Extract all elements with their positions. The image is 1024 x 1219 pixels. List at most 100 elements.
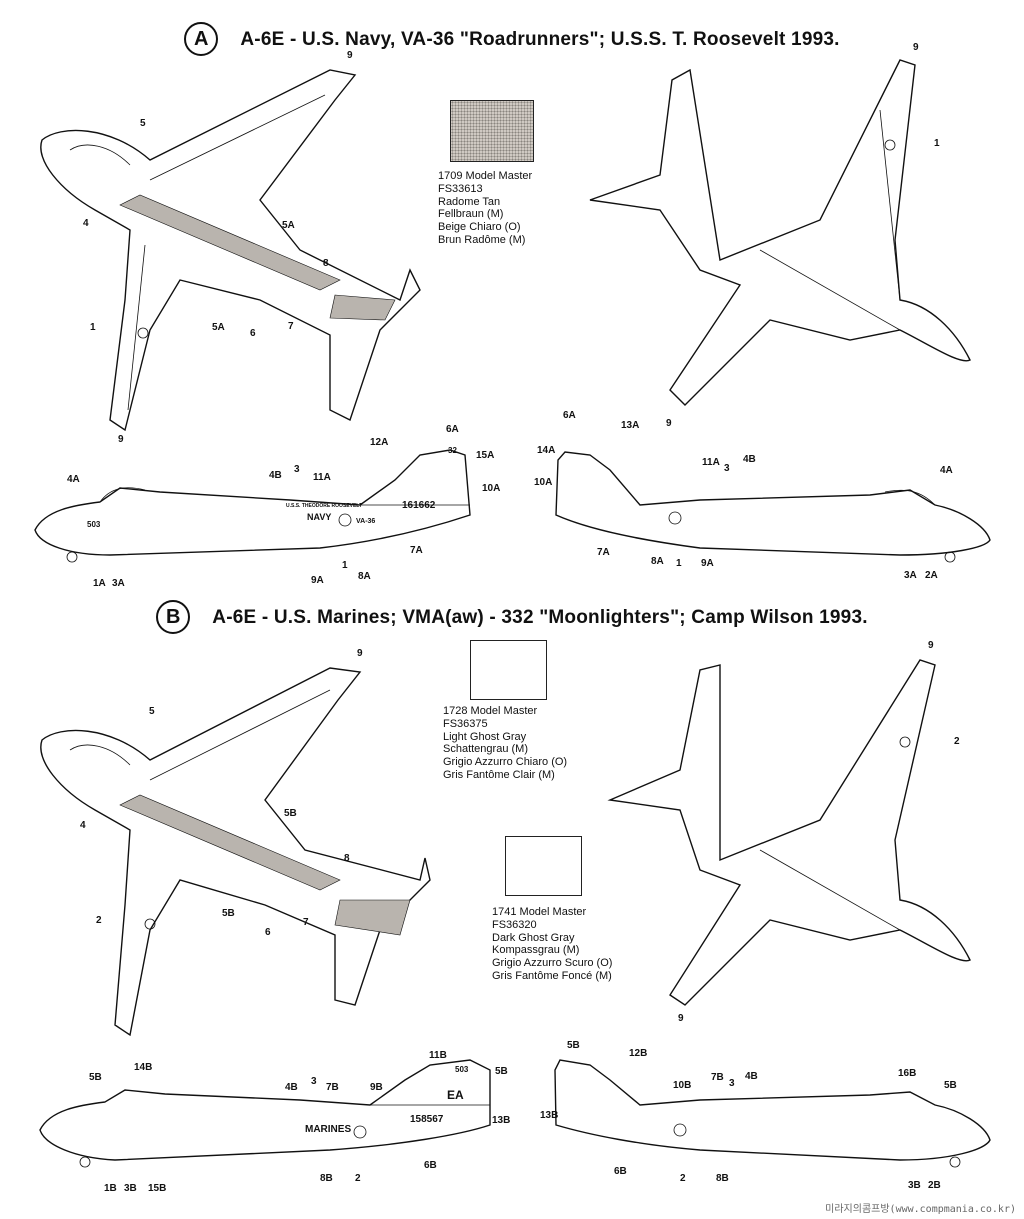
legend-line: FS36320 — [492, 918, 537, 931]
callout: 6A — [446, 424, 459, 435]
callout: 3B — [908, 1180, 921, 1191]
callout: 7 — [288, 321, 294, 332]
callout: 13B — [492, 1115, 511, 1126]
callout: 11B — [429, 1050, 447, 1061]
watermark-footer: 미라지의콤프방(www.compmania.co.kr) — [825, 1204, 1016, 1215]
section-a-badge: A — [184, 22, 219, 56]
callout: 8 — [323, 258, 329, 269]
legend-line: Gris Fantôme Clair (M) — [443, 768, 555, 781]
a6e-bottom-view-a — [589, 59, 971, 406]
section-b-heading: A-6E - U.S. Marines; VMA(aw) - 332 "Moon… — [212, 607, 868, 628]
legend-line: FS36375 — [443, 717, 488, 730]
callout: 2 — [96, 915, 102, 926]
section-a-heading: A-6E - U.S. Navy, VA-36 "Roadrunners"; U… — [240, 29, 840, 50]
callout: 5A — [212, 322, 225, 333]
callout: 11A — [313, 472, 331, 483]
callout: 5 — [140, 118, 146, 129]
callout: 14A — [537, 445, 556, 456]
legend-line: Dark Ghost Gray — [492, 931, 575, 944]
marking-nose-number: 503 — [87, 520, 101, 529]
paint-legend-1741: 1741 Model Master FS36320 Dark Ghost Gra… — [492, 906, 612, 983]
callout: 9 — [913, 42, 919, 53]
light-ghost-gray-swatch — [470, 640, 547, 700]
callout: 2 — [680, 1173, 686, 1184]
legend-line: Gris Fantôme Foncé (M) — [492, 969, 612, 982]
callout: 16B — [898, 1068, 917, 1079]
legend-line: Grigio Azzurro Scuro (O) — [492, 957, 613, 970]
callout: 13B — [540, 1110, 559, 1121]
callout: 6 — [250, 328, 256, 339]
callout: 3 — [729, 1078, 735, 1089]
callout: 5B — [89, 1072, 102, 1083]
callout: 4 — [80, 820, 86, 831]
dark-ghost-gray-swatch — [505, 836, 582, 896]
callout: 3 — [724, 463, 730, 474]
legend-line: 1709 Model Master — [438, 170, 533, 182]
callout: 14B — [134, 1062, 153, 1073]
callout: 1A — [93, 578, 106, 589]
callout: 10B — [673, 1080, 692, 1091]
callout: 8A — [651, 556, 664, 567]
callout: 5B — [944, 1080, 957, 1091]
callout: 2 — [355, 1173, 361, 1184]
callout: 11A — [702, 457, 720, 468]
callout: 9A — [311, 575, 324, 586]
callout: 3A — [904, 570, 917, 581]
callout: 5A — [282, 220, 295, 231]
callout: 7A — [410, 545, 423, 556]
callout: 10A — [482, 483, 501, 494]
callout: 7 — [303, 917, 309, 928]
callout: 6B — [614, 1166, 627, 1177]
callout: 15B — [148, 1183, 167, 1194]
a6e-side-view-a-right — [555, 451, 991, 563]
callout: 9 — [357, 648, 363, 659]
callout: 12B — [629, 1048, 648, 1059]
callout: 5 — [149, 706, 155, 717]
section-a-title: A A-6E - U.S. Navy, VA-36 "Roadrunners"; … — [0, 22, 1024, 56]
callout: 4 — [83, 218, 89, 229]
callout: 2B — [928, 1180, 941, 1191]
legend-line: Kompassgrau (M) — [492, 944, 580, 957]
a6e-side-view-b-right — [554, 1059, 991, 1168]
callout: 4A — [940, 465, 953, 476]
marking-serial-left: 161662 — [402, 500, 436, 511]
callout: 8B — [716, 1173, 729, 1184]
a6e-top-view-a — [40, 69, 421, 432]
callout: 4B — [745, 1071, 758, 1082]
callout: 7B — [326, 1082, 339, 1093]
callout: 3A — [112, 578, 125, 589]
callout: 1 — [676, 558, 682, 569]
legend-line: Radome Tan — [438, 195, 501, 208]
legend-line: Beige Chiaro (O) — [438, 221, 521, 234]
callout: 13A — [621, 420, 640, 431]
callout: 5B — [495, 1066, 508, 1077]
legend-line: Fellbraun (M) — [438, 208, 504, 221]
radome-tan-swatch — [450, 100, 534, 162]
a6e-side-view-a-left — [34, 449, 471, 563]
marking-serial-b: 158567 — [410, 1114, 444, 1125]
callout: 10A — [534, 477, 553, 488]
callout: 4B — [743, 454, 756, 465]
legend-line: Light Ghost Gray — [443, 730, 527, 743]
callout: 1 — [90, 322, 96, 333]
callout: 8B — [320, 1173, 333, 1184]
legend-line: Brun Radôme (M) — [438, 233, 526, 246]
section-b-badge: B — [156, 600, 191, 634]
a6e-top-view-b — [40, 667, 431, 1037]
callout: 4B — [285, 1082, 298, 1093]
callout: 2 — [954, 736, 960, 747]
paint-legend-1709: 1709 Model Master FS33613 Radome Tan Fel… — [438, 170, 532, 247]
callout: 7B — [711, 1072, 724, 1083]
callout: 1 — [342, 560, 348, 571]
callout: 5B — [222, 908, 235, 919]
callout: 9 — [678, 1013, 684, 1024]
callout: 8A — [358, 571, 371, 582]
paint-legend-1728: 1728 Model Master FS36375 Light Ghost Gr… — [443, 705, 567, 782]
callout: 2A — [925, 570, 938, 581]
legend-line: Grigio Azzurro Chiaro (O) — [443, 756, 568, 769]
marking-marines: MARINES — [305, 1124, 352, 1135]
marking-navy-left: NAVY — [307, 512, 332, 522]
marking-ship: U.S.S. THEODORE ROOSEVELT — [286, 503, 363, 509]
callout: 9A — [701, 558, 714, 569]
callout: 9 — [666, 418, 672, 429]
